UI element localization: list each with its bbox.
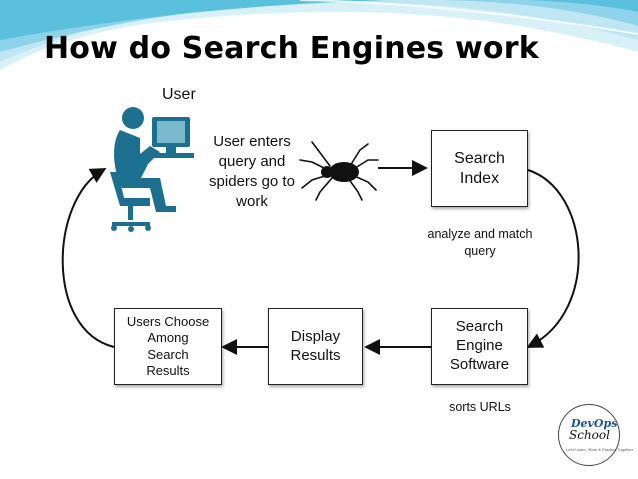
- arrow-index-to-engine: [526, 169, 580, 348]
- display-results-box: Display Results: [268, 308, 363, 385]
- user-caption: User enters query and spiders go to work: [209, 133, 295, 210]
- arrow-choose-to-user: [61, 168, 115, 348]
- header-swoosh: [0, 0, 638, 70]
- user-label: User: [162, 86, 196, 103]
- slide-title: How do Search Engines work: [44, 31, 539, 66]
- users-choose-box: Users Choose Among Search Results: [114, 308, 222, 385]
- search-index-box: Search Index: [431, 130, 528, 207]
- sorts-note: sorts URLs: [449, 400, 511, 414]
- search-engine-software-box: Search Engine Software: [431, 308, 528, 385]
- analyze-note: analyze and match query: [427, 227, 533, 258]
- devopsschool-logo: DevOps School Let's Learn, Work & Practi…: [558, 404, 633, 466]
